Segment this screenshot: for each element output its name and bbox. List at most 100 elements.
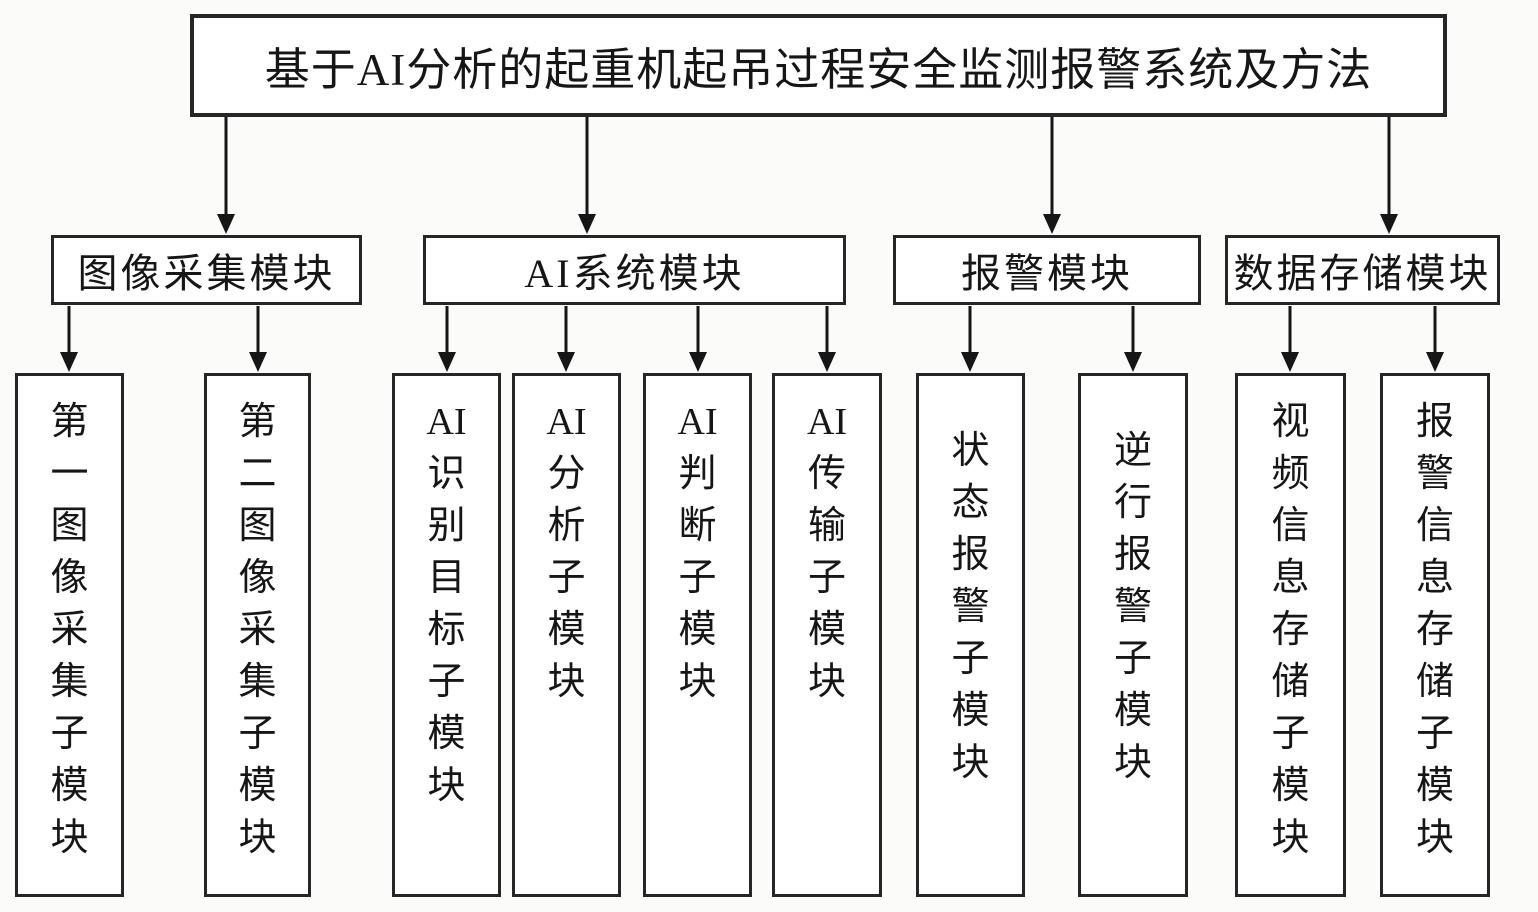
vertical-char: 警: [951, 586, 990, 628]
vertical-char: 子: [427, 661, 466, 703]
arrowhead-down-icon: [1281, 352, 1299, 372]
vertical-char: 模: [951, 690, 990, 732]
connector-arrow-title-to-image-capture: [216, 117, 236, 234]
vertical-char: AI: [426, 401, 467, 443]
vertical-char: 子: [1271, 713, 1310, 755]
second-image-capture-submodule-label: 第二图像采集子模块: [207, 376, 308, 894]
connector-arrow-to-alarm-info-storage-submodule: [1425, 306, 1445, 372]
vertical-char: 块: [951, 742, 990, 784]
connector-arrow-to-video-info-storage-submodule: [1280, 306, 1300, 372]
connector-arrow-to-ai-judgment-submodule: [688, 306, 708, 372]
connector-arrow-to-ai-transmission-submodule: [817, 306, 837, 372]
node-alarm-info-storage-submodule: 报警信息存储子模块: [1380, 373, 1490, 897]
vertical-char: 息: [1271, 557, 1310, 599]
vertical-char: 状: [951, 430, 990, 472]
vertical-char: AI: [806, 401, 848, 443]
vertical-char: 块: [547, 661, 586, 703]
vertical-char: 像: [50, 557, 89, 599]
vertical-char: 二: [238, 453, 277, 495]
vertical-char: 像: [238, 557, 277, 599]
connector-arrow-title-to-alarm: [1042, 117, 1062, 234]
connector-arrow-to-ai-recognition-submodule: [437, 306, 457, 372]
status-alarm-submodule-label: 状态报警子模块: [919, 376, 1022, 894]
vertical-char: 警: [1113, 586, 1152, 628]
vertical-char: 模: [1271, 765, 1310, 807]
vertical-char: 模: [427, 713, 466, 755]
arrowhead-down-icon: [1380, 214, 1398, 234]
arrowhead-down-icon: [1124, 352, 1142, 372]
vertical-char: 传: [807, 453, 846, 495]
vertical-char: 息: [1415, 557, 1454, 599]
vertical-char: 识: [427, 453, 466, 495]
vertical-char: 报: [1113, 534, 1152, 576]
vertical-char: 块: [50, 817, 89, 859]
node-reverse-alarm-submodule: 逆行报警子模块: [1078, 373, 1188, 897]
vertical-char: 块: [1271, 817, 1310, 859]
vertical-char: 块: [807, 661, 846, 703]
vertical-char: 图: [50, 505, 89, 547]
vertical-char: 储: [1271, 661, 1310, 703]
vertical-char: 块: [1415, 817, 1454, 859]
vertical-char: 模: [50, 765, 89, 807]
vertical-char: 储: [1415, 661, 1454, 703]
node-ai-system-module: AI系统模块: [423, 235, 846, 305]
node-first-image-capture-submodule: 第一图像采集子模块: [15, 373, 124, 897]
vertical-char: 集: [50, 661, 89, 703]
arrowhead-down-icon: [249, 352, 267, 372]
connector-arrow-title-to-ai-system: [577, 117, 597, 234]
vertical-char: 模: [678, 609, 717, 651]
arrowhead-down-icon: [818, 352, 836, 372]
vertical-char: 输: [807, 505, 846, 547]
vertical-char: 逆: [1113, 430, 1152, 472]
vertical-char: 模: [1415, 765, 1454, 807]
reverse-alarm-submodule-label: 逆行报警子模块: [1081, 376, 1185, 894]
connector-arrow-to-first-image-capture-submodule: [59, 306, 79, 372]
alarm-module-label: 报警模块: [961, 251, 1133, 296]
vertical-char: 信: [1271, 505, 1310, 547]
vertical-char: 存: [1271, 609, 1310, 651]
vertical-char: 第: [50, 401, 89, 443]
vertical-char: 一: [50, 453, 89, 495]
connector-arrow-to-second-image-capture-submodule: [248, 306, 268, 372]
vertical-char: 析: [547, 505, 586, 547]
arrowhead-down-icon: [689, 352, 707, 372]
image-capture-module-label: 图像采集模块: [77, 251, 336, 296]
arrowhead-down-icon: [1426, 352, 1444, 372]
vertical-char: 态: [951, 482, 990, 524]
ai-system-module-label: AI系统模块: [524, 251, 745, 296]
vertical-char: AI: [677, 401, 718, 443]
vertical-char: 子: [547, 557, 586, 599]
vertical-char: 采: [50, 609, 89, 651]
vertical-char: 块: [1113, 742, 1152, 784]
vertical-char: 子: [50, 713, 89, 755]
node-data-storage-module: 数据存储模块: [1225, 235, 1500, 305]
vertical-char: 子: [807, 557, 846, 599]
vertical-char: AI: [546, 401, 587, 443]
data-storage-module-label: 数据存储模块: [1233, 251, 1492, 296]
vertical-char: 存: [1415, 609, 1454, 651]
vertical-char: 模: [807, 609, 846, 651]
vertical-char: 子: [1415, 713, 1454, 755]
node-status-alarm-submodule: 状态报警子模块: [916, 373, 1025, 897]
connector-arrow-to-reverse-alarm-submodule: [1123, 306, 1143, 372]
connector-arrow-to-ai-analysis-submodule: [556, 306, 576, 372]
arrowhead-down-icon: [961, 352, 979, 372]
system-title-label: 基于AI分析的起重机起吊过程安全监测报警系统及方法: [264, 45, 1373, 95]
node-ai-transmission-submodule: AI 传输子模块: [772, 373, 882, 897]
node-video-info-storage-submodule: 视频信息存储子模块: [1235, 373, 1346, 897]
vertical-char: 视: [1271, 401, 1310, 443]
vertical-char: 子: [678, 557, 717, 599]
vertical-char: 模: [547, 609, 586, 651]
vertical-char: 标: [427, 609, 466, 651]
node-second-image-capture-submodule: 第二图像采集子模块: [204, 373, 311, 897]
arrowhead-down-icon: [578, 214, 596, 234]
vertical-char: 第: [238, 401, 277, 443]
video-info-storage-submodule-label: 视频信息存储子模块: [1238, 376, 1343, 894]
vertical-char: 信: [1415, 505, 1454, 547]
vertical-char: 判: [678, 453, 717, 495]
